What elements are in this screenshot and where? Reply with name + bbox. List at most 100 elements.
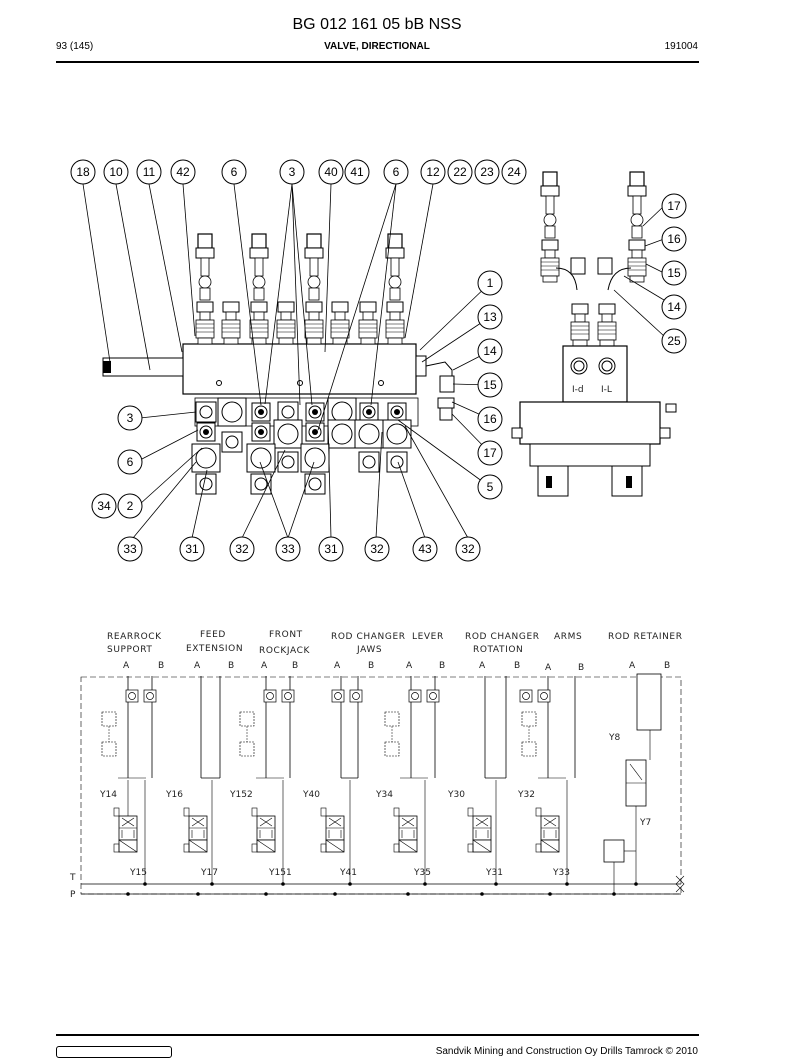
callout-bubble: 2 [117, 493, 143, 519]
group-label: REARROCK [107, 632, 162, 642]
callout-bubble: 33 [117, 536, 143, 562]
port-a-label: A [261, 661, 268, 671]
callout-bubble: 15 [661, 260, 687, 286]
svg-text:32: 32 [370, 542, 384, 556]
section-rod-changer-jaws [320, 676, 363, 884]
callout-bubble: 33 [275, 536, 301, 562]
svg-text:33: 33 [281, 542, 295, 556]
port-b-label: B [368, 661, 374, 671]
svg-text:2: 2 [127, 499, 134, 513]
callout-bubble: 17 [477, 440, 503, 466]
solenoid-label: Y40 [302, 790, 320, 800]
solenoid-label: Y16 [165, 790, 183, 800]
callout-bubble: 32 [229, 536, 255, 562]
callout-bubble: 16 [661, 226, 687, 252]
solenoid-label: Y151 [268, 868, 292, 878]
svg-text:10: 10 [109, 165, 123, 179]
section-rearrock [101, 676, 157, 884]
port-a-label: A [123, 661, 130, 671]
svg-text:17: 17 [483, 446, 497, 460]
port-a-label: A [545, 663, 552, 673]
section-feed-extension [183, 676, 221, 884]
svg-text:18: 18 [76, 165, 90, 179]
svg-text:42: 42 [176, 165, 190, 179]
footer-copyright: Sandvik Mining and Construction Oy Drill… [435, 1046, 698, 1057]
solenoid-label: Y15 [129, 868, 147, 878]
solenoid-label: Y14 [99, 790, 117, 800]
svg-text:6: 6 [231, 165, 238, 179]
section-rod-retainer [603, 673, 662, 894]
svg-text:12: 12 [426, 165, 440, 179]
callout-bubble: 15 [477, 372, 503, 398]
callout-bubble: 42 [170, 159, 196, 185]
group-label: JAWS [356, 645, 382, 655]
svg-text:31: 31 [185, 542, 199, 556]
page-number: 93 (145) [56, 41, 94, 52]
junction-dots [126, 882, 638, 896]
port-b-label: B [228, 661, 234, 671]
group-label: FRONT [269, 630, 303, 640]
side-port-label: I-d [572, 385, 584, 395]
group-label: ROTATION [473, 645, 523, 655]
solenoid-label: Y34 [375, 790, 393, 800]
document-code: 191004 [664, 41, 698, 52]
callout-bubble: 22 [447, 159, 473, 185]
callout-bubble: 31 [318, 536, 344, 562]
group-label: ROCKJACK [259, 646, 311, 656]
solenoid-label: Y7 [639, 818, 651, 828]
svg-text:5: 5 [487, 480, 494, 494]
solenoid-labels: Y14 Y16 Y152 Y40 Y34 Y30 Y32 Y15 Y17 Y15… [99, 733, 651, 878]
callout-bubble: 40 [318, 159, 344, 185]
side-view-drawing: I-d I-L IS [511, 172, 677, 497]
solenoid-label: Y30 [447, 790, 465, 800]
svg-text:15: 15 [667, 266, 681, 280]
valve-bank-drawing [102, 234, 455, 495]
callout-bubble: 34 [91, 493, 117, 519]
solenoid-label: Y17 [200, 868, 218, 878]
callout-bubble: 32 [364, 536, 390, 562]
svg-text:16: 16 [483, 412, 497, 426]
callout-bubble: 23 [474, 159, 500, 185]
group-label: ROD CHANGER [331, 632, 406, 642]
header-rule [56, 61, 699, 63]
solenoid-label: Y33 [552, 868, 570, 878]
svg-text:13: 13 [483, 310, 497, 324]
svg-text:16: 16 [667, 232, 681, 246]
svg-text:3: 3 [289, 165, 296, 179]
svg-text:3: 3 [127, 411, 134, 425]
section-arms [519, 676, 576, 884]
svg-text:14: 14 [667, 300, 681, 314]
svg-text:31: 31 [324, 542, 338, 556]
callout-bubble: 6 [117, 449, 143, 475]
callout-bubble: 10 [103, 159, 129, 185]
port-b-label: B [578, 663, 584, 673]
document-title: BG 012 161 05 bB NSS [292, 16, 462, 33]
svg-text:40: 40 [324, 165, 338, 179]
port-a-label: A [406, 661, 413, 671]
svg-text:1: 1 [487, 276, 494, 290]
svg-text:6: 6 [127, 455, 134, 469]
side-port-label: I-L [601, 385, 612, 395]
callout-bubble: 12 [420, 159, 446, 185]
group-label: ARMS [554, 632, 582, 642]
solenoid-label: Y152 [229, 790, 253, 800]
section-title: VALVE, DIRECTIONAL [324, 41, 430, 52]
solenoid-label: Y8 [608, 733, 620, 743]
solenoid-label: Y32 [517, 790, 535, 800]
port-a-label: A [479, 661, 486, 671]
group-label: FEED [200, 630, 226, 640]
function-labels: REARROCK SUPPORT FEED EXTENSION FRONT RO… [107, 630, 682, 656]
callout-bubble: 18 [70, 159, 96, 185]
pressure-line-label: P [70, 890, 76, 900]
callout-bubble: 14 [477, 338, 503, 364]
callout-bubble: 41 [344, 159, 370, 185]
port-a-label: A [194, 661, 201, 671]
group-label: LEVER [412, 632, 444, 642]
svg-text:32: 32 [235, 542, 249, 556]
callout-bubble: 6 [221, 159, 247, 185]
callout-bubble: 3 [117, 405, 143, 431]
svg-text:24: 24 [507, 165, 521, 179]
group-label: ROD CHANGER [465, 632, 540, 642]
svg-text:43: 43 [418, 542, 432, 556]
